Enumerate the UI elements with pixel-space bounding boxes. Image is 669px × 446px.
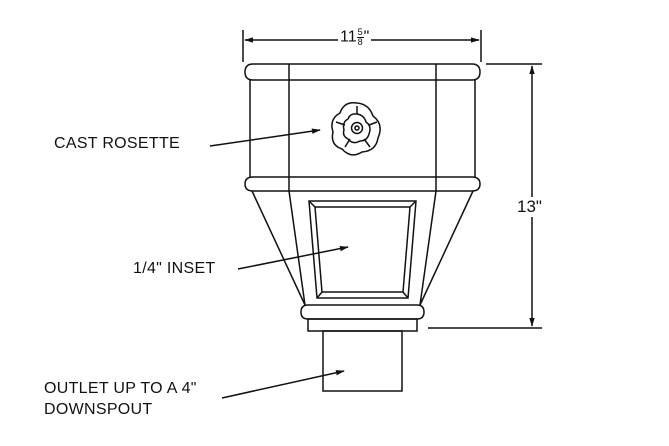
- width-suffix: ": [363, 28, 370, 46]
- rosette-leader-arrow: [210, 128, 321, 146]
- width-fraction-numerator: 5: [356, 27, 364, 38]
- upper-box: [250, 80, 475, 177]
- inset-panel: [309, 201, 416, 298]
- outlet-pipe: [323, 331, 402, 391]
- outlet-label-line1: OUTLET UP TO A 4": [44, 380, 197, 397]
- height-dimension-label: 13": [515, 197, 544, 217]
- width-whole: 11: [340, 28, 357, 46]
- outlet-label-line2: DOWNSPOUT: [44, 401, 153, 418]
- inset-label: 1/4" INSET: [133, 260, 216, 277]
- tapered-body: [252, 191, 473, 305]
- inset-leader-arrow: [238, 245, 349, 269]
- outlet-leader-arrow: [222, 370, 345, 398]
- bottom-collar: [301, 305, 424, 331]
- top-cap-molding: [245, 64, 480, 80]
- cast-rosette-label: CAST ROSETTE: [54, 135, 180, 152]
- width-fraction-denominator: 8: [357, 37, 363, 47]
- height-dimension-line: [428, 64, 542, 328]
- rosette-icon: [332, 103, 380, 155]
- middle-molding: [245, 177, 480, 191]
